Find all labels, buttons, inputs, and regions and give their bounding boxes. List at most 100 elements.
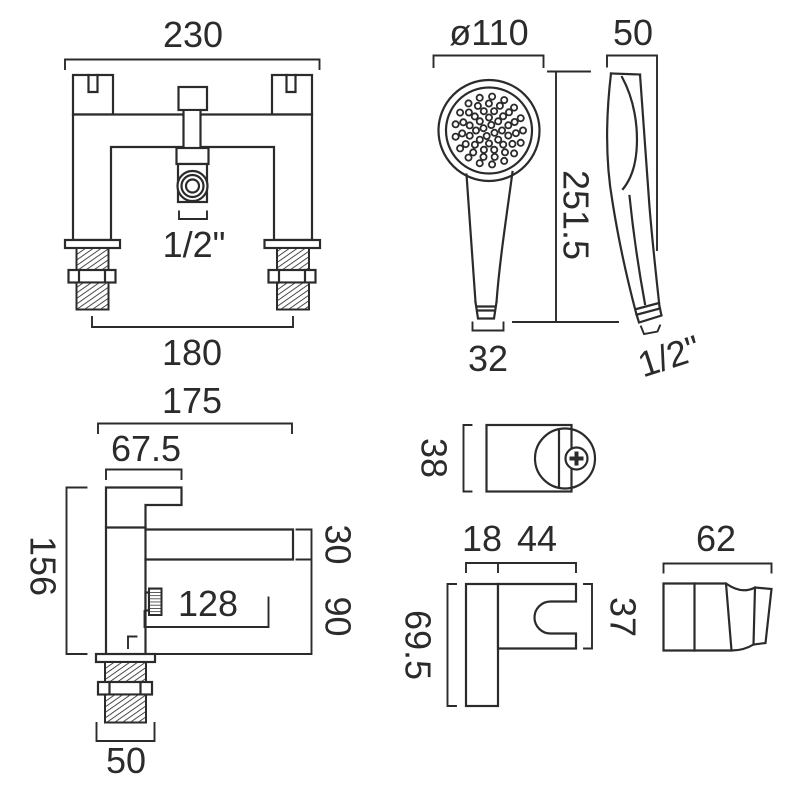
spray-nozzle-dot: [475, 135, 484, 144]
spray-nozzle-dot: [461, 140, 470, 149]
mixer-left-handle: [71, 73, 115, 116]
dim-line-62: [662, 562, 773, 574]
dim-bracket-69-5: [446, 583, 457, 707]
spray-nozzle-dot: [500, 148, 509, 157]
spray-nozzle-dot: [500, 96, 509, 105]
side-spout: [144, 528, 295, 561]
dim-line-30-90: [154, 528, 313, 655]
spray-nozzle-dot: [510, 118, 519, 127]
mixer-side-view: 175 67.5 128 30 90 156 50: [23, 380, 359, 781]
left-tail-thread-upper: [75, 247, 110, 271]
dim-line-67-5: [105, 468, 183, 480]
spray-nozzle-dot: [499, 140, 508, 149]
dim-label-90: 90: [318, 596, 359, 636]
spray-nozzle-dot: [516, 114, 525, 123]
handset-connector-rings: [475, 305, 497, 312]
spray-nozzle-dot: [464, 99, 473, 108]
dim-label-50-depth: 50: [613, 12, 653, 53]
spray-nozzle-dot: [499, 112, 508, 121]
dim-line-230: [64, 58, 321, 70]
spray-nozzle-dot: [456, 144, 465, 153]
dim-label-44: 44: [517, 518, 557, 559]
dim-line-251: [512, 70, 619, 323]
right-tail-thread-lower: [276, 281, 310, 311]
spray-nozzle-dot: [451, 132, 460, 141]
dim-line-156: [65, 486, 88, 655]
bracket-front-tab-edge: [752, 586, 757, 646]
dim-line-180: [91, 316, 294, 328]
spray-nozzle-dot: [484, 139, 493, 148]
right-backnut: [267, 268, 317, 284]
spray-nozzle-dot: [494, 117, 503, 126]
spray-nozzle-dot: [464, 153, 473, 162]
wand-head-lens: [620, 75, 639, 191]
right-tail-thread-upper: [276, 247, 310, 271]
spray-nozzle-dot: [487, 121, 496, 130]
spray-nozzle-dot: [504, 108, 513, 117]
spray-nozzle-dot: [488, 92, 497, 101]
dim-line-128: [143, 596, 270, 628]
dim-label-38: 38: [414, 438, 455, 478]
spray-nozzle-dot: [459, 118, 468, 127]
bracket-front-body: [662, 582, 773, 652]
dim-bracket-37: [583, 583, 593, 650]
dim-line-head-diameter: [432, 54, 545, 68]
spray-nozzle-dot: [469, 148, 478, 157]
wand-collar-rings: [635, 301, 662, 316]
wall-bracket-side-view: 18 44 37 69.5: [398, 518, 644, 708]
spray-nozzle-dot: [484, 113, 493, 122]
spray-nozzle-dot: [456, 108, 465, 117]
side-tail-thread-lower: [104, 693, 147, 724]
dim-bracket-38: [462, 424, 473, 493]
side-deck-flange: [94, 652, 157, 664]
bracket-front-curve-divider: [724, 582, 733, 652]
right-backnut-facets: [277, 268, 307, 284]
bracket-cradle-arm: [496, 582, 578, 650]
dim-label-62: 62: [696, 518, 736, 559]
spray-nozzle-dot: [465, 121, 474, 130]
dim-bracket-32: [471, 321, 505, 332]
diverter-pull-knob: [148, 587, 163, 616]
wand-tip-face: [635, 305, 663, 324]
spray-nozzle-dot: [508, 139, 517, 148]
dim-label-head-diameter: ø110: [449, 12, 528, 53]
wall-bracket-front-view: 62: [662, 518, 773, 652]
spray-nozzle-dot: [464, 108, 473, 117]
handset-faceplate: [444, 86, 534, 175]
spray-nozzle-dot: [475, 159, 484, 168]
fixing-screw-cross-icon: [569, 451, 584, 466]
dim-label-half-inch-side: 1/2": [633, 327, 705, 385]
spray-nozzle-dot: [494, 135, 503, 144]
diverter-knob: [177, 85, 209, 112]
spray-nozzle-dot: [488, 160, 497, 169]
dim-label-32: 32: [468, 338, 508, 379]
spray-nozzle-dot: [511, 129, 520, 138]
dim-label-50-tail: 50: [106, 740, 146, 781]
spray-nozzles: [451, 92, 528, 169]
spray-nozzle-dot: [479, 124, 488, 133]
left-tail-thread-lower: [75, 281, 110, 311]
dim-label-30: 30: [318, 524, 359, 564]
left-backnut: [67, 268, 117, 284]
dim-line-18-44: [465, 562, 577, 573]
spray-nozzle-dot: [475, 117, 484, 126]
mixer-front-view: 230 1/2" 180: [63, 14, 322, 373]
left-backnut-facets: [77, 268, 107, 284]
dim-bracket-half-inch-side: [639, 324, 662, 336]
dim-bracket-half-inch: [178, 210, 208, 220]
mixer-right-handle: [270, 73, 314, 116]
dim-label-67-5: 67.5: [111, 428, 181, 469]
spray-nozzle-dot: [470, 112, 479, 121]
left-deck-flange: [63, 238, 122, 250]
spray-nozzle-dot: [500, 156, 509, 165]
side-backnut: [96, 680, 154, 696]
spray-nozzle-dot: [484, 99, 493, 108]
wand-seam-line: [628, 194, 647, 306]
body-corner-mark: [127, 635, 138, 649]
spray-nozzle-dot: [490, 152, 499, 161]
dim-label-128: 128: [178, 583, 238, 624]
dim-label-175: 175: [162, 380, 222, 421]
spray-nozzle-dot: [458, 129, 467, 138]
